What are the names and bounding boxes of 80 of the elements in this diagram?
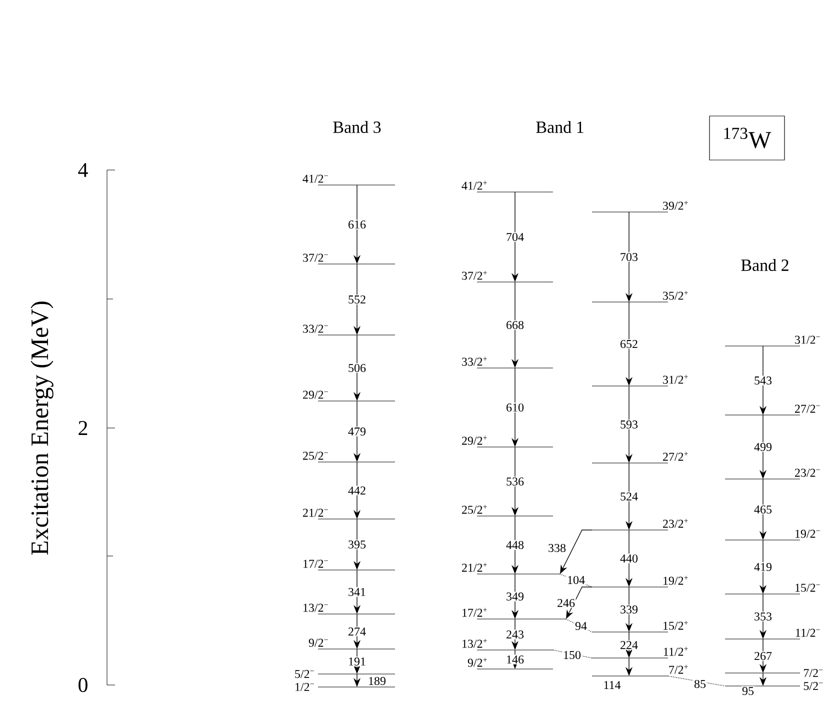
energy-label: 353 <box>753 612 773 622</box>
energy-label: 506 <box>347 363 367 373</box>
energy-label: 224 <box>619 640 639 650</box>
axis-title: Excitation Energy (MeV) <box>30 302 54 555</box>
band-title: Band 1 <box>536 121 584 133</box>
energy-level: 23/2$^{−}$ <box>724 468 820 480</box>
energy-level: 21/2$^{+}$ <box>462 562 560 574</box>
energy-label: 543 <box>753 376 773 386</box>
energy-level: 5/2$^{−}$ <box>295 670 396 678</box>
energy-label: 652 <box>619 339 639 349</box>
energy-label: 338 <box>547 543 567 553</box>
energy-label: 704 <box>505 232 525 242</box>
energy-level: 29/2$^{+}$ <box>462 436 554 448</box>
energy-level: 19/2$^{+}$ <box>592 576 688 588</box>
energy-level: 37/2$^{−}$ <box>303 254 396 264</box>
energy-level: 17/2$^{+}$ <box>462 608 566 620</box>
energy-label: 189 <box>367 676 387 686</box>
energy-level: 25/2$^{−}$ <box>303 452 396 462</box>
energy-label: 114 <box>602 680 622 690</box>
energy-label: 499 <box>753 442 773 452</box>
energy-label: 146 <box>505 654 525 664</box>
energy-label: 150 <box>562 650 582 660</box>
energy-level: 31/2$^{−}$ <box>724 336 820 346</box>
energy-label: 104 <box>566 575 586 585</box>
energy-level: 33/2$^{+}$ <box>462 356 554 368</box>
energy-level: 33/2$^{−}$ <box>303 324 396 336</box>
energy-level: 25/2$^{+}$ <box>462 504 554 516</box>
energy-level: 23/2$^{+}$ <box>592 518 688 530</box>
energy-label: 395 <box>347 540 367 550</box>
energy-level: 29/2$^{−}$ <box>303 390 396 402</box>
energy-level: 39/2$^{+}$ <box>592 200 688 212</box>
energy-label: 610 <box>505 402 525 412</box>
energy-label: 339 <box>619 604 639 614</box>
tick-label: 0 <box>78 678 88 692</box>
energy-label: 524 <box>619 492 639 502</box>
energy-label: 593 <box>619 420 639 430</box>
energy-label: 448 <box>505 540 525 550</box>
band-title: Band 3 <box>333 121 381 133</box>
energy-level: 19/2$^{−}$ <box>724 530 820 540</box>
tick-label: 4 <box>78 163 88 177</box>
energy-label: 94 <box>574 621 588 631</box>
tick-label: 2 <box>78 421 88 435</box>
energy-level: 37/2$^{+}$ <box>462 270 554 282</box>
energy-label: 274 <box>347 626 367 636</box>
band-title: Band 2 <box>741 259 788 271</box>
energy-level: 7/2$^{+}$ <box>592 664 688 676</box>
energy-label: 191 <box>347 656 367 666</box>
energy-label: 246 <box>556 598 576 608</box>
energy-label: 95 <box>741 686 755 696</box>
energy-level: 41/2$^{+}$ <box>462 180 554 192</box>
energy-level: 11/2$^{−}$ <box>724 628 820 640</box>
energy-label: 85 <box>693 679 707 689</box>
energy-level: 15/2$^{+}$ <box>592 620 688 632</box>
energy-label: 536 <box>505 476 525 486</box>
energy-level: 15/2$^{−}$ <box>724 584 820 594</box>
energy-level: 41/2$^{−}$ <box>302 174 396 186</box>
energy-level: 9/2$^{−}$ <box>308 638 396 650</box>
energy-label: 616 <box>347 220 367 230</box>
energy-label: 552 <box>347 294 367 304</box>
energy-label: 479 <box>347 426 367 436</box>
nucleus-box: $^{173}$W <box>709 116 785 160</box>
energy-label: 341 <box>347 587 367 597</box>
energy-level: 21/2$^{−}$ <box>303 508 396 520</box>
energy-level: 7/2$^{−}$ <box>724 668 823 678</box>
energy-label: 267 <box>753 651 773 661</box>
energy-label: 349 <box>505 592 525 602</box>
energy-level: 35/2$^{+}$ <box>592 290 688 302</box>
energy-label: 703 <box>619 252 639 262</box>
energy-level: 13/2$^{+}$ <box>462 638 554 650</box>
energy-level: 31/2$^{+}$ <box>592 374 688 386</box>
energy-label: 440 <box>619 554 639 564</box>
energy-level: 13/2$^{−}$ <box>304 604 396 614</box>
energy-label: 243 <box>505 630 525 640</box>
energy-label: 419 <box>753 562 773 572</box>
energy-label: 442 <box>347 486 367 496</box>
energy-level: 17/2$^{−}$ <box>304 560 396 570</box>
energy-level: 27/2$^{−}$ <box>724 404 820 416</box>
energy-label: 668 <box>505 320 525 330</box>
energy-level: 27/2$^{+}$ <box>592 452 688 464</box>
energy-label: 465 <box>753 504 773 514</box>
